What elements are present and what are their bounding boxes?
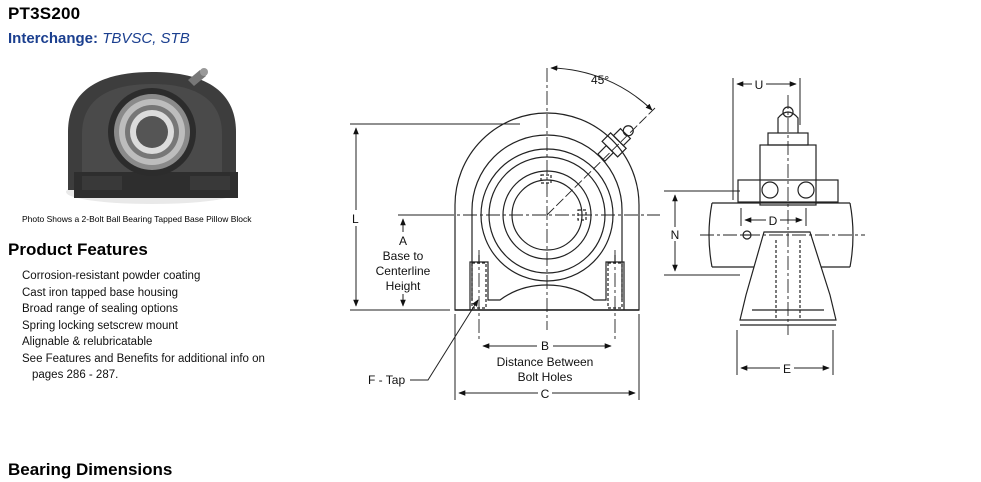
feature-item: pages 286 - 287. [32,369,119,381]
L-label-mask [350,210,362,226]
feature-item: Broad range of sealing options [22,303,178,315]
angle-line [546,107,656,216]
E-label: E [783,362,791,376]
features-heading: Product Features [8,240,148,259]
A-text-line-2: Centerline [376,264,431,278]
angle-label: 45° [591,73,609,87]
interchange-values: TBVSC, STB [102,30,190,47]
B-text-line-1: Distance Between [497,355,594,369]
A-label-mask [372,232,434,294]
feature-item: Spring locking setscrew mount [22,319,178,332]
bearing-dimensions-heading: Bearing Dimensions [8,460,173,479]
A-text-line-1: Base to [383,249,424,263]
U-dimension [732,78,801,200]
N-label: N [671,228,680,242]
C-label-mask [538,386,552,400]
C-label: C [541,387,550,401]
interchange-line: Interchange: TBVSC, STB [8,30,190,47]
D-label-mask [766,213,780,227]
features-list: Corrosion-resistant powder coating Cast … [22,268,277,384]
B-text-line-2: Bolt Holes [518,370,573,384]
product-title: PT3S200 [8,4,81,23]
B-label-mask [537,338,553,352]
D-label: D [769,214,778,228]
side-center-lines [700,95,865,335]
feature-item: See Features and Benefits for additional… [22,352,265,365]
L-label: L [352,212,359,226]
A-letter: A [399,234,407,248]
E-label-mask [780,361,794,375]
A-text-line-3: Height [386,279,421,293]
side-view [708,106,854,326]
F-tap-label: F - Tap [368,373,405,387]
interchange-label: Interchange: [8,30,99,47]
U-label-mask [752,77,766,91]
F-tap-leader [410,299,479,381]
feature-item: Corrosion-resistant powder coating [22,270,201,282]
product-photo [66,68,238,204]
feature-item: Alignable & relubricatable [22,336,153,348]
center-lines [440,68,660,340]
B-letter: B [541,339,549,353]
angle-arc [550,65,653,111]
U-label: U [755,78,764,92]
N-label-mask [668,227,682,241]
photo-caption: Photo Shows a 2-Bolt Ball Bearing Tapped… [22,214,252,224]
feature-item: Cast iron tapped base housing [22,286,178,299]
